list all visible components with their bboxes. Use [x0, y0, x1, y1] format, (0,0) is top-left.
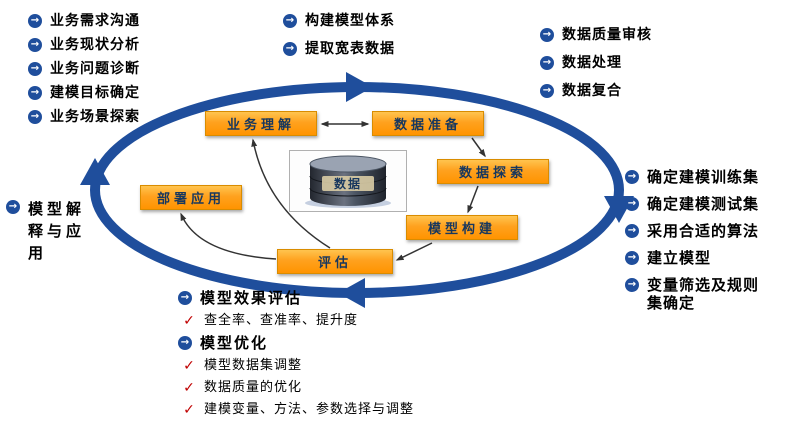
database-image: 数据	[289, 150, 407, 212]
list-data-preparation-phase: → 构建模型体系 → 提取宽表数据	[283, 12, 395, 68]
list-item-label: 建立模型	[647, 249, 712, 267]
list-item-label: 变量筛选及规则集确定	[647, 276, 760, 312]
list-item-label: 业务现状分析	[50, 37, 140, 53]
connector-evaluation-understanding	[251, 138, 331, 249]
list-item: → 确定建模测试集	[625, 195, 769, 213]
arrow-bullet-icon: →	[283, 42, 297, 56]
arrow-bullet-icon: →	[540, 28, 554, 42]
list-item: → 确定建模训练集	[625, 168, 769, 186]
list-item-label: 数据处理	[562, 55, 622, 71]
arrow-bullet-icon: →	[625, 278, 639, 292]
list-item-label: 数据质量的优化	[204, 380, 303, 395]
list-item: → 变量筛选及规则集确定	[625, 276, 769, 312]
list-item: → 模型优化	[178, 334, 414, 352]
connector-preparation-exploration	[471, 137, 486, 158]
list-item: ✓ 模型数据集调整	[182, 357, 414, 375]
list-item-label: 建模目标确定	[50, 85, 140, 101]
list-item: → 业务需求沟通	[28, 12, 140, 30]
arrow-bullet-icon: →	[625, 251, 639, 265]
connector-building-evaluation	[395, 242, 433, 261]
list-item-label: 查全率、查准率、提升度	[204, 313, 359, 328]
arrow-bullet-icon: →	[625, 224, 639, 238]
check-icon: ✓	[183, 380, 195, 396]
list-item-label: 业务问题诊断	[50, 61, 140, 77]
node-evaluation: 评估	[277, 249, 393, 274]
list-item-label: 采用合适的算法	[647, 222, 760, 240]
list-item: → 业务现状分析	[28, 36, 140, 54]
list-item: → 提取宽表数据	[283, 40, 395, 58]
list-item-label: 数据复合	[562, 83, 622, 99]
arrow-bullet-icon: →	[625, 170, 639, 184]
list-item: → 建模目标确定	[28, 84, 140, 102]
node-data-preparation: 数据准备	[372, 111, 484, 136]
list-item: → 数据处理	[540, 54, 652, 72]
arrow-bullet-icon: →	[625, 197, 639, 211]
list-item: → 构建模型体系	[283, 12, 395, 30]
list-item-label: 业务场景探索	[50, 109, 140, 125]
list-item: ✓ 数据质量的优化	[182, 379, 414, 397]
list-item-label: 确定建模训练集	[647, 168, 760, 186]
arrow-bullet-icon: →	[28, 62, 42, 76]
list-deployment-phase: → 模型解释与应用	[6, 198, 88, 264]
list-item: → 业务场景探索	[28, 108, 140, 126]
node-connectors	[180, 121, 486, 261]
list-item-label: 提取宽表数据	[305, 41, 395, 57]
list-item-label: 确定建模测试集	[647, 195, 760, 213]
list-item: → 数据质量审核	[540, 26, 652, 44]
list-item-label: 模型效果评估	[200, 289, 303, 307]
arrow-bullet-icon: →	[6, 200, 20, 214]
list-item-label: 构建模型体系	[305, 13, 395, 29]
list-modeling-phase: → 确定建模训练集 → 确定建模测试集 → 采用合适的算法 → 建立模型 → 变…	[625, 168, 769, 321]
list-item-label: 模型解释与应用	[28, 200, 86, 262]
arrow-bullet-icon: →	[178, 291, 192, 305]
check-icon: ✓	[183, 402, 195, 418]
list-item-label: 建模变量、方法、参数选择与调整	[204, 402, 415, 417]
list-data-quality-phase: → 数据质量审核 → 数据处理 → 数据复合	[540, 26, 652, 110]
database-icon: 数据	[305, 155, 391, 208]
arrow-bullet-icon: →	[283, 14, 297, 28]
list-item: → 模型解释与应用	[6, 198, 88, 264]
arrow-bullet-icon: →	[28, 110, 42, 124]
list-item-label: 数据质量审核	[562, 27, 652, 43]
check-icon: ✓	[183, 358, 195, 374]
list-item: → 数据复合	[540, 82, 652, 100]
list-item: → 建立模型	[625, 249, 769, 267]
connector-exploration-building	[467, 185, 479, 214]
list-business-phase: → 业务需求沟通 → 业务现状分析 → 业务问题诊断 → 建模目标确定 → 业务…	[28, 12, 140, 132]
connector-evaluation-deployment	[180, 212, 277, 260]
arrow-bullet-icon: →	[540, 56, 554, 70]
arrow-bullet-icon: →	[540, 84, 554, 98]
check-icon: ✓	[183, 313, 195, 329]
arrow-bullet-icon: →	[28, 38, 42, 52]
node-deployment: 部署应用	[140, 185, 242, 210]
list-item: → 模型效果评估	[178, 289, 414, 307]
list-item-label: 模型优化	[200, 334, 269, 352]
node-data-exploration: 数据探索	[437, 159, 549, 184]
arrow-bullet-icon: →	[28, 86, 42, 100]
list-item-label: 模型数据集调整	[204, 358, 303, 373]
list-item: → 采用合适的算法	[625, 222, 769, 240]
node-model-building: 模型构建	[406, 215, 518, 240]
node-business-understanding: 业务理解	[205, 111, 317, 136]
arrow-bullet-icon: →	[178, 336, 192, 350]
list-item: → 业务问题诊断	[28, 60, 140, 78]
arrow-bullet-icon: →	[28, 14, 42, 28]
database-label: 数据	[334, 176, 362, 191]
list-item: ✓ 查全率、查准率、提升度	[182, 312, 414, 330]
list-evaluation-phase: → 模型效果评估 ✓ 查全率、查准率、提升度 → 模型优化 ✓ 模型数据集调整 …	[178, 289, 414, 423]
list-item: ✓ 建模变量、方法、参数选择与调整	[182, 401, 414, 419]
list-item-label: 业务需求沟通	[50, 13, 140, 29]
